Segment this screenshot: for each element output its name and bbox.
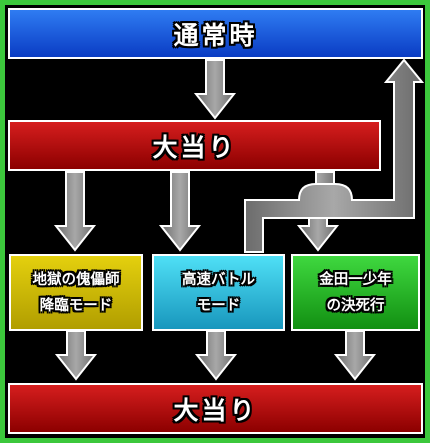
- arrow-hit-to-mode-2: [158, 171, 202, 252]
- arrow-mode-3-to-hit: [333, 330, 377, 381]
- arrow-normal-to-hit: [193, 59, 237, 120]
- mode-box-2: 高速バトル モード: [152, 254, 285, 331]
- arrow-mode-2-to-hit: [194, 330, 238, 381]
- mode-box-3: 金田一少年 の決死行: [291, 254, 420, 331]
- final-hit-box: 大当り: [8, 383, 423, 434]
- arrow-loop-back-to-normal: [244, 58, 425, 253]
- mode-box-1: 地獄の傀儡師 降臨モード: [9, 254, 143, 331]
- arrow-hit-to-mode-1: [53, 171, 97, 252]
- normal-state-box: 通常時: [8, 8, 423, 59]
- arrow-mode-1-to-hit: [54, 330, 98, 381]
- first-hit-box: 大当り: [8, 120, 381, 171]
